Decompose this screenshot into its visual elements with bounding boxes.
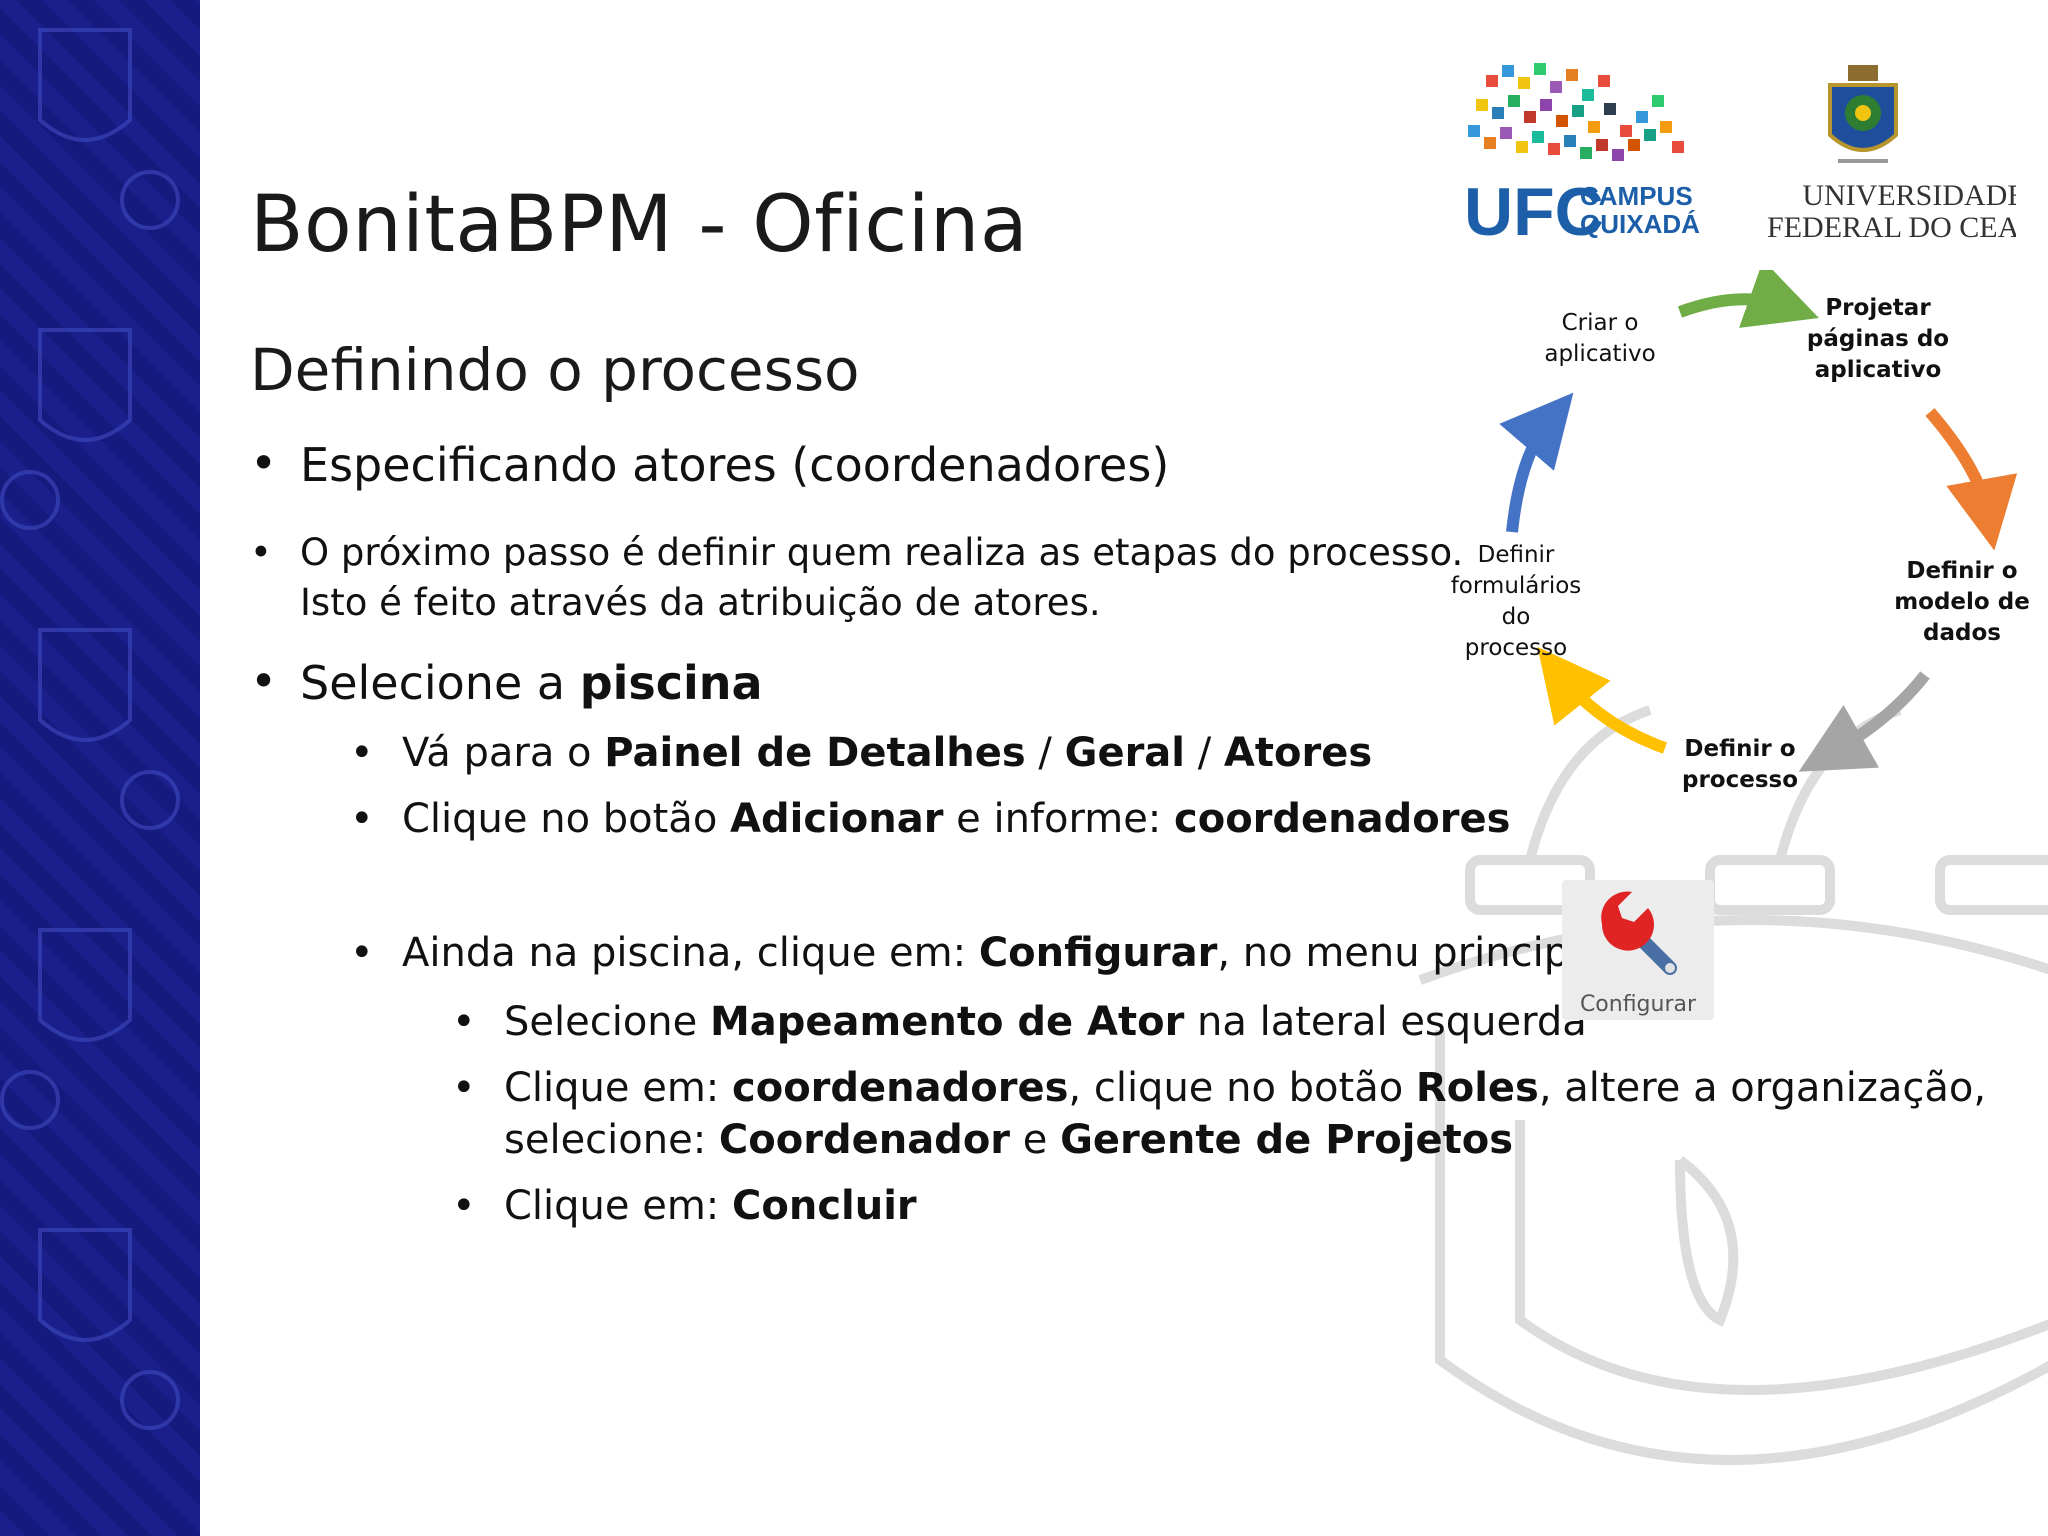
ufc-text: UFC xyxy=(1464,174,1604,250)
bullet-especificando: • Especificando atores (coordenadores) xyxy=(250,436,1170,492)
arrow-green xyxy=(1677,270,1819,328)
seal-watermark-icon xyxy=(1418,705,2048,1465)
campus-text: CAMPUS xyxy=(1580,181,1693,211)
slide-title: BonitaBPM - Oficina xyxy=(250,180,1029,270)
cycle-diagram xyxy=(1499,270,2018,772)
logos-area: UFC CAMPUS QUIXADÁ UNIVERSIDADE FEDERAL … xyxy=(1456,55,2048,255)
bullet-dot: • xyxy=(350,796,374,842)
arrow-orange xyxy=(1925,408,2018,551)
quixada-text: QUIXADÁ xyxy=(1580,209,1700,239)
wrench-icon xyxy=(1601,891,1677,975)
bullet-dot: • xyxy=(452,1065,476,1111)
bullet-adicionar: • Clique no botão Adicionar e informe: c… xyxy=(350,796,1511,842)
bullet-proximo-passo: • O próximo passo é definir quem realiza… xyxy=(250,528,1463,628)
bullet-dot: • xyxy=(250,654,278,708)
slide-subtitle: Definindo o processo xyxy=(250,336,860,404)
bullet-dot: • xyxy=(250,531,272,574)
crest-pattern-icon xyxy=(0,28,180,1430)
bullet-mapeamento: • Selecione Mapeamento de Ator na latera… xyxy=(452,996,1587,1048)
bullet-dot: • xyxy=(250,436,278,490)
bullet-roles: • Clique em: coordenadores, clique no bo… xyxy=(452,1062,1986,1166)
bullet-concluir: • Clique em: Concluir xyxy=(452,1180,917,1232)
ufc-mosaic-icon: UFC CAMPUS QUIXADÁ UNIVERSIDADE FEDERAL … xyxy=(1464,63,2048,250)
arrow-gray xyxy=(1798,671,1930,772)
cycle-step-modelo-dados: Definir o modelo de dados xyxy=(1894,558,2030,646)
bullet-dot: • xyxy=(452,1183,476,1229)
bullet-configurar: • Ainda na piscina, clique em: Configura… xyxy=(350,930,1605,976)
configurar-button[interactable]: Configurar xyxy=(1562,880,1714,1020)
configurar-label: Configurar xyxy=(1579,992,1697,1017)
cycle-step-definir-processo: Definir o processo xyxy=(1681,736,1799,793)
decorative-sidebar xyxy=(0,0,200,1536)
ufc-crest-icon xyxy=(1828,65,1898,163)
federal-ceara-text: FEDERAL DO CEARÁ xyxy=(1767,211,2016,244)
bullet-dot: • xyxy=(350,930,374,976)
bullet-dot: • xyxy=(350,730,374,776)
arrow-blue xyxy=(1499,392,1574,533)
bullet-painel-detalhes: • Vá para o Painel de Detalhes / Geral /… xyxy=(350,730,1373,776)
bullet-selecione-piscina: • Selecione a piscina xyxy=(250,654,763,710)
universidade-text: UNIVERSIDADE xyxy=(1802,179,2016,212)
cycle-step-formularios: Definir formulários do processo xyxy=(1450,542,1582,661)
arrow-yellow xyxy=(1537,646,1668,754)
cycle-step-criar-aplicativo: Criar o aplicativo xyxy=(1544,310,1656,367)
cycle-step-projetar-paginas: Projetar páginas do aplicativo xyxy=(1806,295,1950,383)
bullet-dot: • xyxy=(452,999,476,1045)
